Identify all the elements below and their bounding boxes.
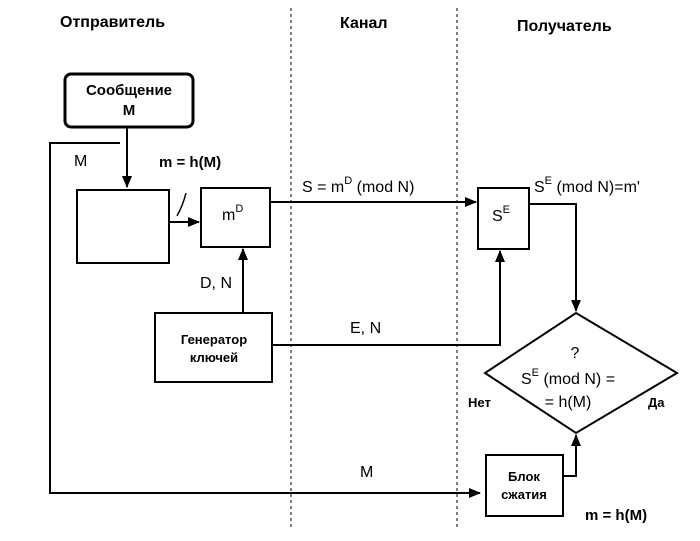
column-header-receiver: Получатель [517, 18, 612, 35]
message-loop-label: M [74, 153, 87, 170]
message-box-line1: Сообщение [86, 82, 172, 99]
sign-box-label: mD [222, 203, 243, 224]
column-header-sender: Отправитель [60, 14, 165, 31]
verify-box-base: S [492, 208, 503, 225]
sender-hash-equation: m = h(M) [159, 154, 221, 171]
key-generator-line1: Генератор [181, 332, 247, 347]
hash-block-line2: сжатия [501, 487, 547, 502]
channel-message-label: M [360, 464, 373, 481]
hash-tick-mark [176, 192, 187, 217]
decision-line1-exp: E [532, 367, 539, 379]
hash-block-line1: Блок [508, 469, 540, 484]
decision-yes-label: Да [648, 395, 665, 410]
receiver-hash-equation: m = h(M) [585, 507, 647, 524]
decision-diamond [483, 311, 679, 435]
key-generator-box [154, 312, 273, 383]
channel-signature-suffix: (mod N) [352, 179, 414, 196]
verify-box-label: SE [492, 204, 510, 225]
sign-box [200, 187, 271, 248]
verify-result-base: S [534, 179, 545, 196]
hash-block-box [485, 454, 564, 517]
verify-box-exp: E [503, 204, 510, 216]
decision-no-label: Нет [468, 395, 491, 410]
verify-result-label: SE (mod N)=m' [534, 175, 640, 196]
channel-signature-label: S = mD (mod N) [302, 175, 414, 196]
verify-box [477, 187, 530, 250]
channel-signature-exp: D [344, 175, 352, 187]
message-box [63, 72, 195, 129]
private-key-label: D, N [200, 275, 232, 292]
key-generator-line2: ключей [190, 350, 238, 365]
message-loop-line [49, 142, 481, 498]
channel-public-key-label: E, N [350, 320, 381, 337]
verify-result-exp: E [545, 175, 552, 187]
column-header-channel: Канал [340, 15, 388, 32]
sign-box-exp: D [235, 203, 243, 215]
verify-result-suffix: (mod N)=m' [552, 179, 640, 196]
channel-signature-prefix: S = m [302, 179, 344, 196]
decision-line1-suffix: (mod N) = [539, 371, 615, 388]
hash-block-to-decision-arrow [563, 434, 581, 477]
message-box-line2: M [123, 102, 136, 119]
decision-line1-base: S [521, 371, 532, 388]
decision-line1: SE (mod N) = [521, 367, 615, 388]
sign-box-base: m [222, 207, 235, 224]
verify-to-decision-arrow [529, 203, 581, 312]
decision-question-mark: ? [571, 345, 580, 362]
decision-line2: = h(M) [545, 394, 592, 411]
public-key-channel-arrow [272, 250, 505, 346]
hash-function-box [76, 189, 170, 264]
